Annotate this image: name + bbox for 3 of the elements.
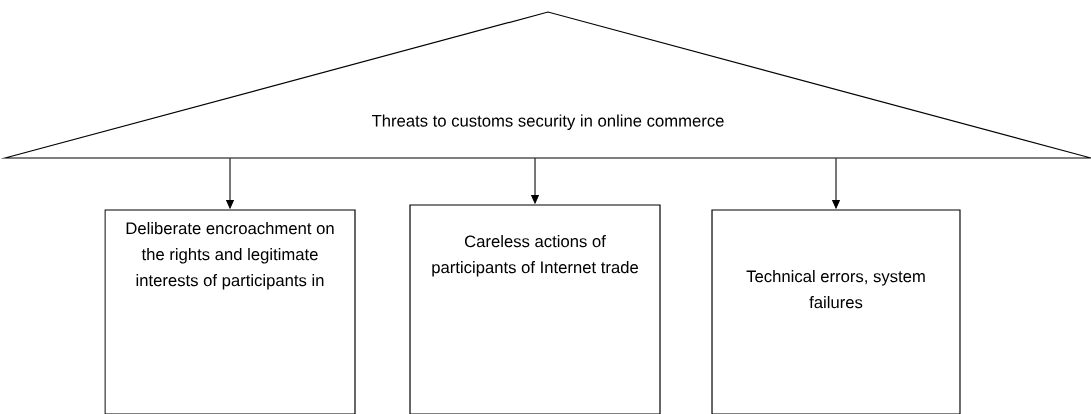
text-box: Technical errors, system failures bbox=[711, 209, 961, 414]
text-box: Deliberate encroachment on the rights and legitimate interests of participants in bbox=[104, 209, 356, 414]
text-box: Careless actions of participants of Internet trade bbox=[409, 204, 661, 414]
